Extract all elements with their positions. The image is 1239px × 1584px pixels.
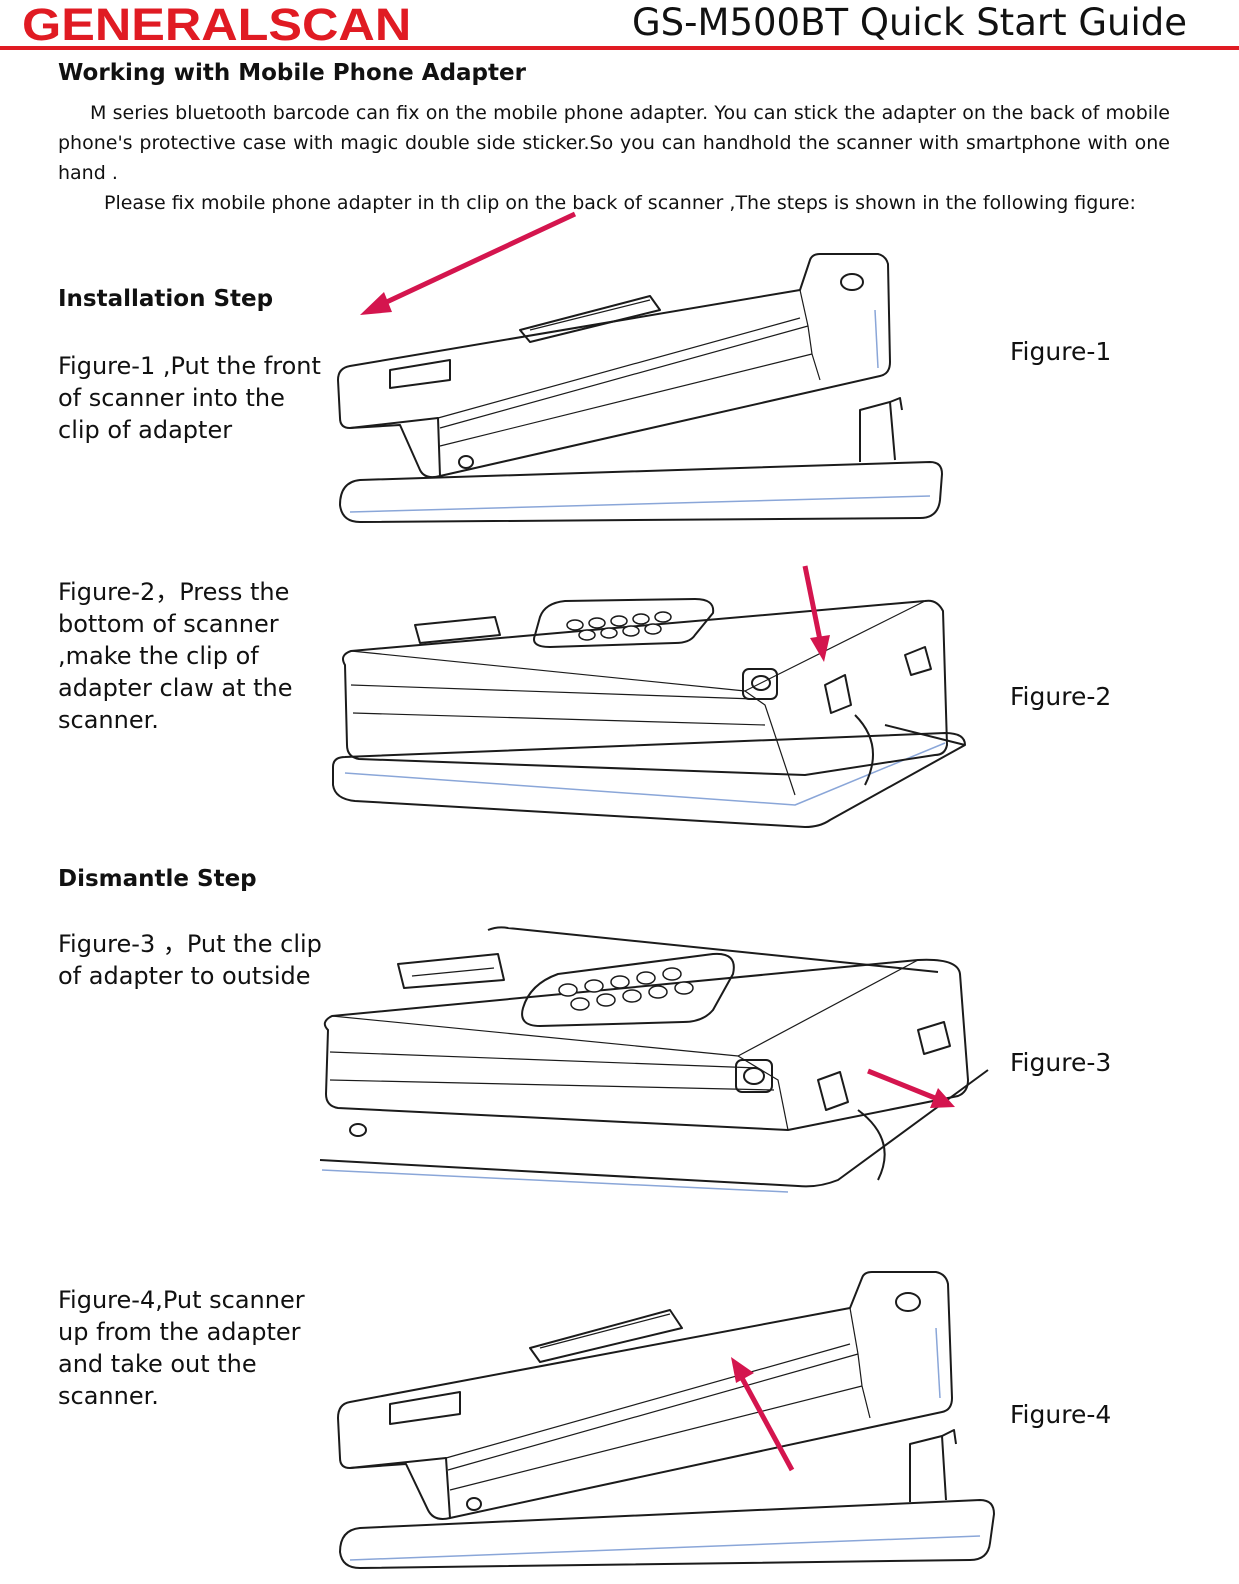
header-divider bbox=[0, 46, 1239, 50]
step-text-figure-3: Figure-3 ，Put the clip of adapter to out… bbox=[58, 930, 322, 990]
figure-3-illustration bbox=[319, 926, 989, 1193]
section-title: Working with Mobile Phone Adapter bbox=[58, 60, 526, 86]
step-text-figure-2: Figure-2，Press the bottom of scanner ,ma… bbox=[58, 578, 293, 734]
step-text-figure-4: Figure-4,Put scanner up from the adapter… bbox=[58, 1286, 305, 1410]
figure-1-label: Figure-1 bbox=[1010, 337, 1112, 366]
guide-title: GS-M500BT Quick Start Guide bbox=[632, 1, 1187, 44]
generalscan-logo: GENERALSCAN bbox=[22, 0, 412, 50]
figure-2-label: Figure-2 bbox=[1010, 682, 1112, 711]
figure-2-illustration bbox=[332, 598, 966, 828]
figure-1-illustration bbox=[337, 253, 943, 523]
installation-step-title: Installation Step bbox=[58, 286, 274, 312]
figure-3-label: Figure-3 bbox=[1010, 1048, 1112, 1077]
figure-4-label: Figure-4 bbox=[1010, 1400, 1112, 1429]
intro-paragraph: M series bluetooth barcode can fix on th… bbox=[58, 102, 1170, 184]
page-header: GENERALSCAN GS-M500BT Quick Start Guide bbox=[0, 0, 1239, 55]
dismantle-step-title: Dismantle Step bbox=[58, 866, 257, 892]
step-text-figure-1: Figure-1 ,Put the front of scanner into … bbox=[58, 352, 321, 444]
instruction-paragraph: Please fix mobile phone adapter in th cl… bbox=[104, 192, 1136, 214]
figure-4-illustration bbox=[337, 1271, 995, 1569]
